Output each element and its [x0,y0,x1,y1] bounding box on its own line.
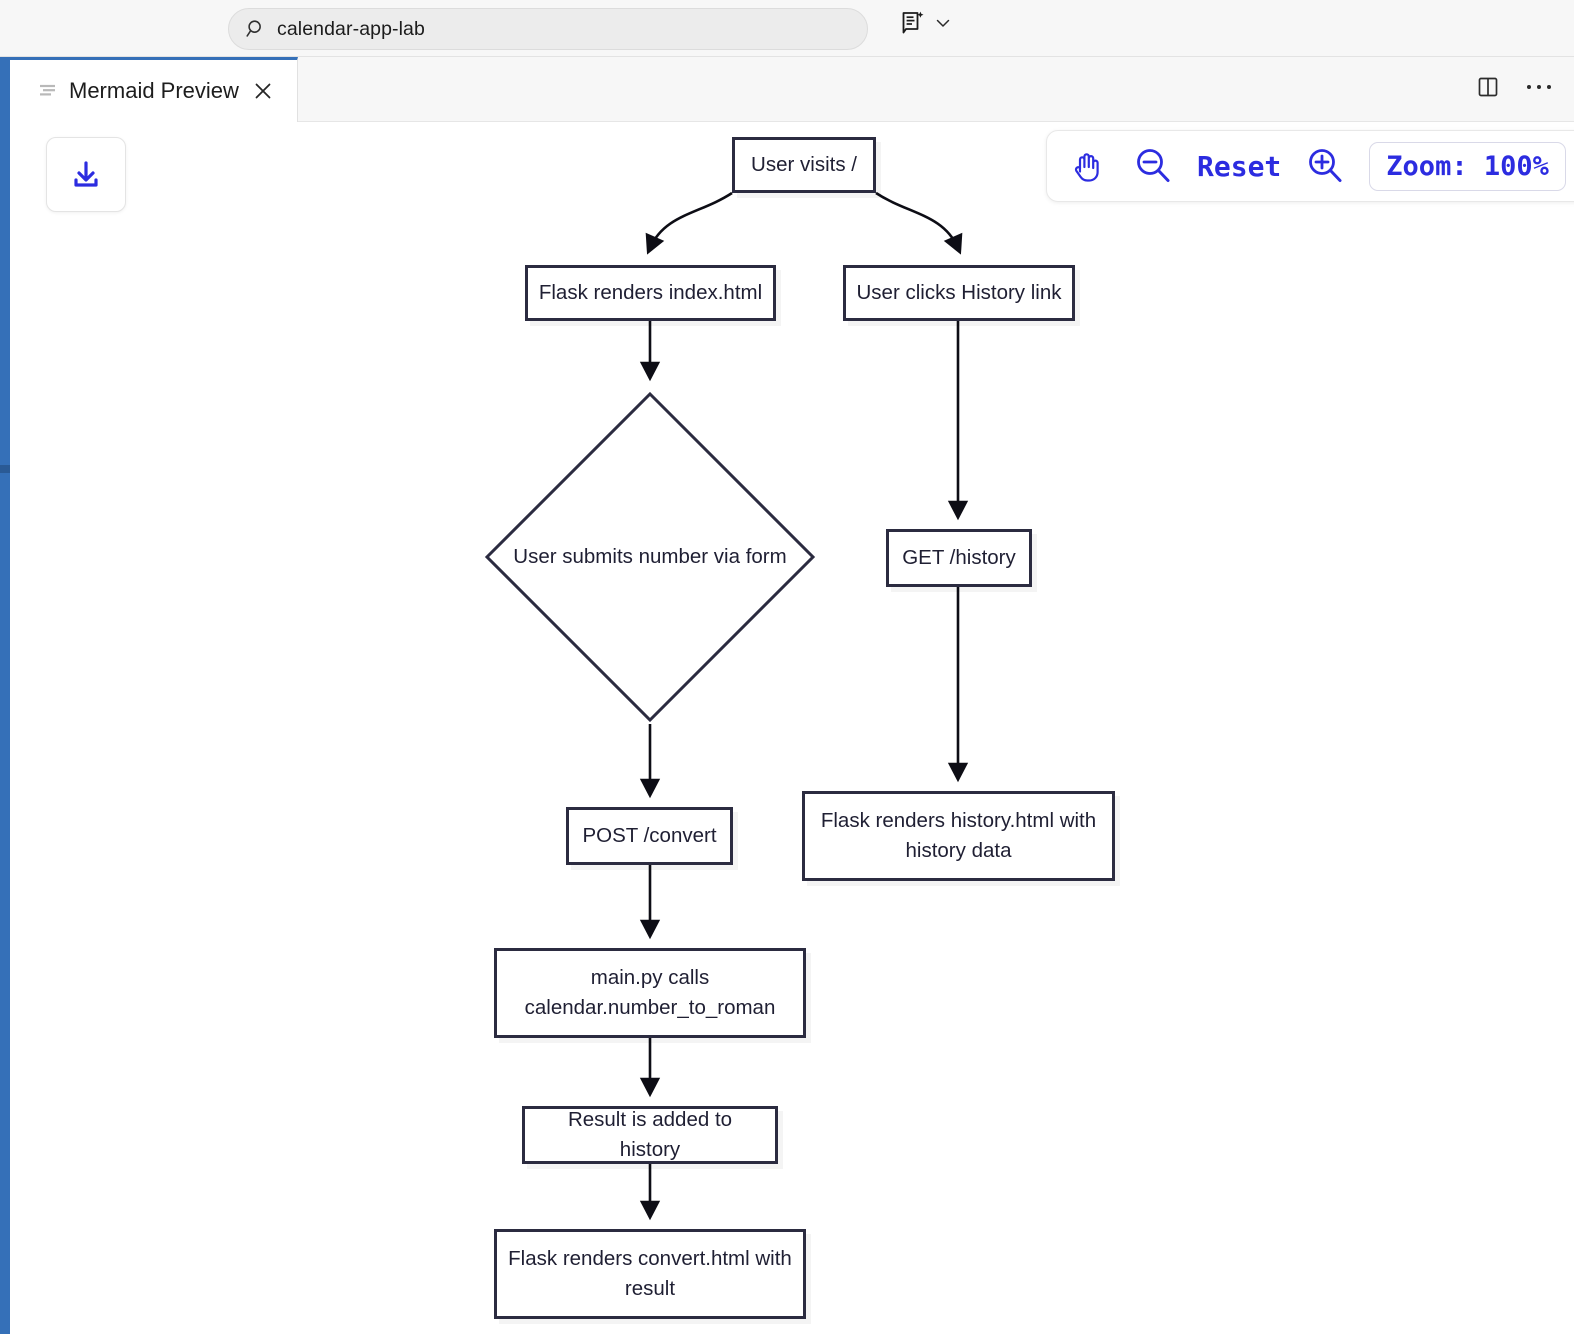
flow-node-main-py-calls[interactable]: main.py calls calendar.number_to_roman [494,948,806,1038]
close-icon[interactable] [253,81,273,101]
reset-button[interactable]: Reset [1197,149,1282,183]
flow-node-label: User visits / [751,153,857,176]
chevron-down-icon[interactable] [934,14,952,32]
activity-rail[interactable] [0,57,10,1334]
flow-node-flask-renders-convert[interactable]: Flask renders convert.html with result [494,1229,806,1319]
rail-marker [0,465,10,473]
flow-node-user-clicks-history[interactable]: User clicks History link [843,265,1075,321]
flow-node-user-visits[interactable]: User visits / [732,137,876,193]
flow-node-label: Result is added to history [567,1108,733,1161]
diagram-canvas[interactable]: Reset Zoom: 100% [10,122,1574,1334]
flow-node-flask-renders-index[interactable]: Flask renders index.html [525,265,776,321]
flow-node-flask-renders-history[interactable]: Flask renders history.html with history … [802,791,1115,881]
flow-node-label: main.py calls calendar.number_to_roman [524,966,776,1019]
flow-node-label: User clicks History link [856,281,1062,304]
zoom-out-icon[interactable] [1131,144,1175,188]
zoom-in-icon[interactable] [1303,144,1347,188]
diamond-shape [484,391,816,723]
more-actions-icon[interactable] [1526,83,1552,91]
search-input[interactable]: calendar-app-lab [228,8,868,50]
download-icon [74,160,98,187]
pan-hand-icon[interactable] [1067,145,1109,187]
search-value: calendar-app-lab [277,17,425,40]
tab-label: Mermaid Preview [69,78,239,103]
flow-node-get-history[interactable]: GET /history [886,529,1032,587]
zoom-toolbar: Reset Zoom: 100% [1046,130,1574,202]
tab-bar: Mermaid Preview [0,57,1574,122]
list-lines-icon [40,84,55,95]
header-actions [900,10,952,36]
flow-node-user-submits-number[interactable]: User submits number via form [483,390,817,724]
flow-node-label: GET /history [902,546,1016,569]
flow-node-post-convert[interactable]: POST /convert [566,807,733,865]
flow-node-label: POST /convert [582,824,717,847]
search-icon [246,20,261,37]
flow-node-label: Flask renders history.html with history … [820,809,1097,862]
document-sparkle-icon[interactable] [900,10,926,36]
app-header: calendar-app-lab [0,0,1574,57]
flow-node-label: Flask renders index.html [538,281,763,304]
tab-bar-actions [1476,75,1552,99]
flow-node-result-added-history[interactable]: Result is added to history [522,1106,778,1164]
split-editor-icon[interactable] [1476,75,1500,99]
flow-node-label: User submits number via form [513,545,787,568]
zoom-level-badge: Zoom: 100% [1369,141,1566,191]
download-button[interactable] [46,137,126,212]
flow-node-label: Flask renders convert.html with result [508,1247,792,1300]
tab-mermaid-preview[interactable]: Mermaid Preview [10,57,298,122]
flow-nodes: User visits / Flask renders index.html U… [10,122,1574,1334]
